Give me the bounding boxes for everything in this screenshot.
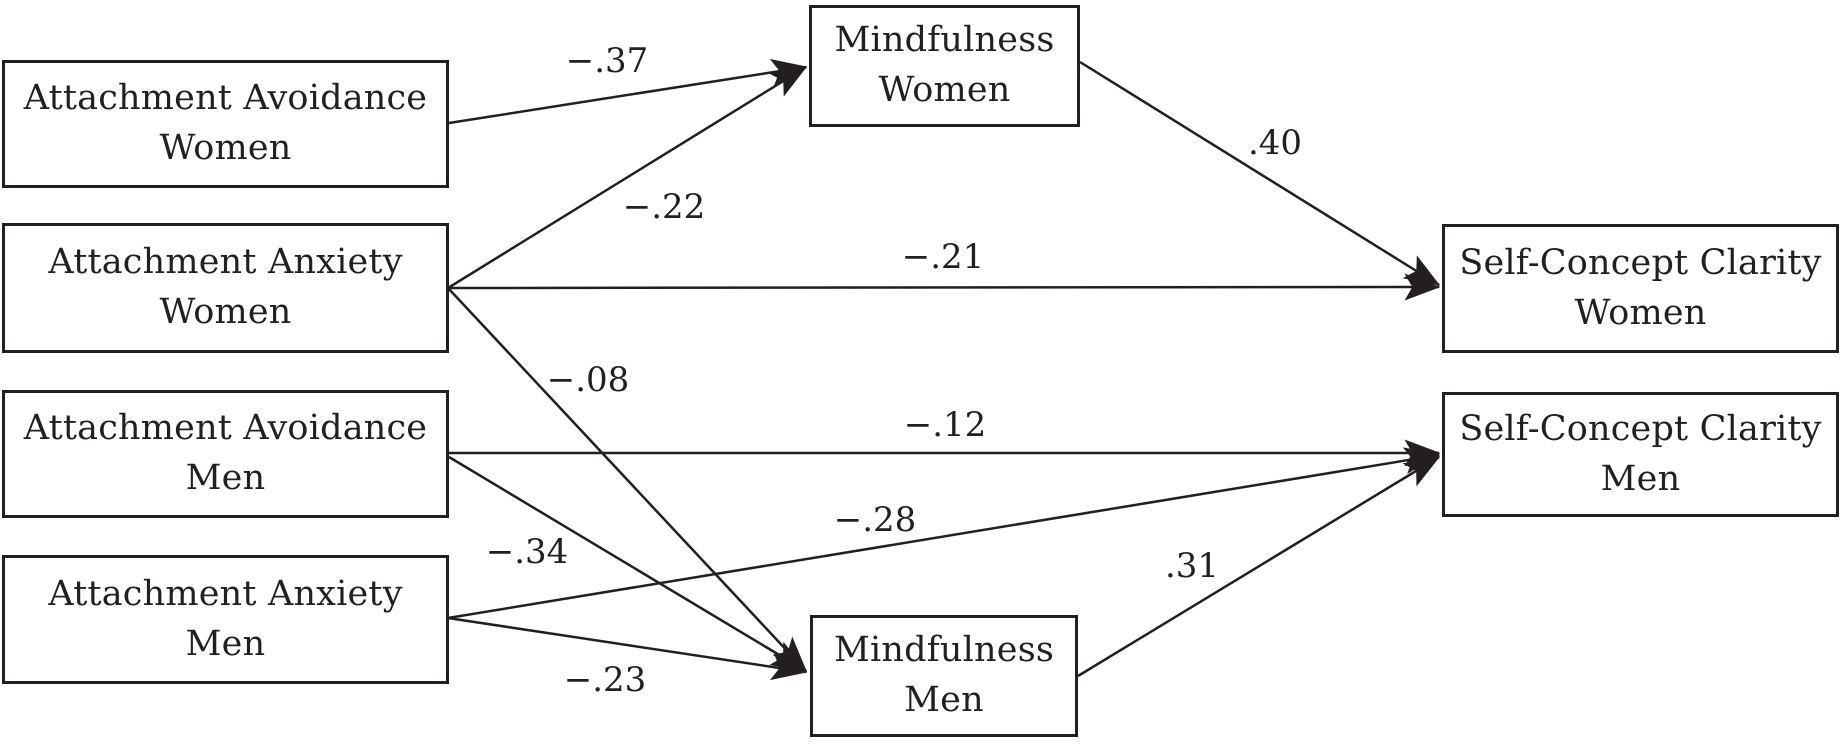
node-mindfulness-men: Mindfulness Men	[810, 615, 1078, 737]
path-avoidance-women-to-mindfulness-women	[448, 59, 808, 125]
path-coefficient: .31	[1164, 546, 1220, 586]
path-anxiety-women-to-mindfulness-women	[447, 65, 808, 290]
node-label-line1: Attachment Avoidance	[23, 78, 428, 119]
node-label-line1: Mindfulness	[833, 630, 1055, 671]
node-label-line2: Women	[878, 70, 1011, 110]
path-coefficient: −.22	[622, 187, 706, 227]
node-label-line1: Attachment Anxiety	[48, 573, 403, 614]
path-coefficient: −.21	[901, 237, 985, 277]
node-label-line2: Men	[904, 680, 984, 720]
node-label-line2: Women	[159, 292, 292, 332]
path-coefficient: −.28	[833, 500, 917, 540]
node-label-line2: Women	[159, 128, 292, 168]
path-coefficient: −.08	[546, 360, 630, 400]
path-coefficient: −.23	[563, 660, 647, 700]
node-attachment-anxiety-men: Attachment Anxiety Men	[2, 555, 449, 684]
path-anxiety-men-to-mindfulness-men	[447, 616, 808, 681]
node-label-line2: Men	[185, 623, 266, 664]
node-label-line1: Self-Concept Clarity	[1459, 242, 1822, 283]
node-label-line2: Men	[1600, 458, 1681, 499]
node-label-line1: Attachment Anxiety	[48, 242, 403, 283]
path-coefficient: .40	[1247, 123, 1303, 163]
node-label-line1: Self-Concept Clarity	[1459, 408, 1822, 449]
path-anxiety-women-to-scc-women	[447, 273, 1441, 301]
node-attachment-avoidance-men: Attachment Avoidance Men	[2, 390, 449, 518]
path-avoidance-men-to-mindfulness-men	[448, 455, 808, 673]
node-mindfulness-women: Mindfulness Women	[809, 5, 1080, 127]
path-anxiety-men-to-scc-men	[447, 447, 1441, 620]
path-coefficient: −.34	[485, 532, 569, 572]
node-label-line1: Mindfulness	[834, 20, 1055, 61]
path-mindfulness-women-to-scc-women	[1079, 60, 1441, 287]
node-self-concept-clarity-women: Self-Concept Clarity Women	[1442, 224, 1839, 353]
path-anxiety-women-to-mindfulness-men	[447, 287, 808, 673]
node-attachment-anxiety-women: Attachment Anxiety Women	[2, 223, 449, 353]
node-attachment-avoidance-women: Attachment Avoidance Women	[2, 60, 449, 188]
path-coefficient: −.37	[565, 41, 649, 81]
path-mindfulness-men-to-scc-men	[1077, 455, 1441, 678]
node-self-concept-clarity-men: Self-Concept Clarity Men	[1442, 392, 1839, 517]
node-label-line2: Men	[185, 458, 266, 498]
node-label-line2: Women	[1574, 292, 1707, 333]
node-label-line1: Attachment Avoidance	[23, 408, 428, 449]
path-coefficient: −.12	[903, 405, 987, 445]
